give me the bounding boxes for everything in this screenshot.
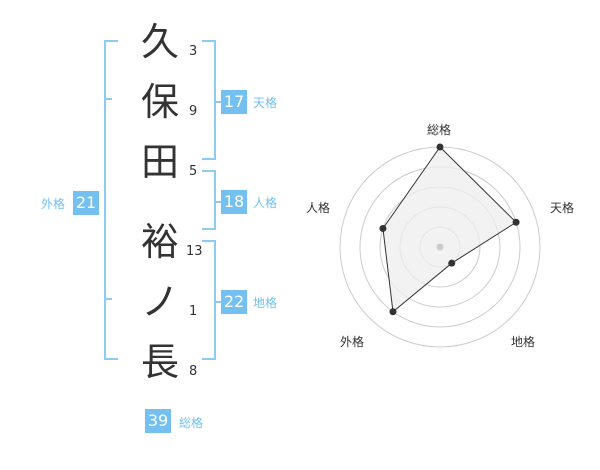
- tenkaku-label: 天格: [253, 96, 278, 110]
- name-char-1: 久: [140, 20, 179, 64]
- radar-axis-label-jinkaku: 人格: [306, 201, 331, 215]
- tenkaku-badge: 17: [221, 90, 247, 114]
- name-char-5: ノ: [140, 280, 179, 324]
- stroke-count-4: 13: [186, 244, 203, 259]
- radar-value-polygon: [382, 146, 517, 313]
- jinkaku-badge: 18: [221, 190, 247, 214]
- radar-axis-label-soukaku: 総格: [427, 123, 452, 137]
- jinkaku-label: 人格: [253, 196, 278, 210]
- stroke-count-6: 8: [189, 364, 198, 379]
- stroke-count-2: 9: [189, 104, 198, 119]
- name-char-3: 田: [140, 140, 179, 184]
- soukaku-label: 総格: [179, 416, 204, 430]
- radar-chart: [339, 143, 541, 348]
- radar-axis-label-gaikaku: 外格: [340, 335, 365, 349]
- radar-point-2: [512, 218, 520, 226]
- name-char-2: 保: [140, 80, 179, 124]
- radar-point-1: [436, 143, 444, 151]
- stroke-count-3: 5: [189, 164, 198, 179]
- chikaku-label: 地格: [253, 296, 278, 310]
- name-char-6: 長: [140, 340, 179, 384]
- stroke-count-1: 3: [189, 44, 198, 59]
- radar-axis-label-chikaku: 地格: [511, 335, 536, 349]
- radar-point-3: [448, 259, 456, 267]
- soukaku-badge: 39: [145, 409, 171, 433]
- radar-axis-label-tenkaku: 天格: [550, 201, 575, 215]
- stroke-count-5: 1: [189, 304, 198, 319]
- radar-point-5: [379, 224, 387, 232]
- radar-center-dot: [436, 243, 444, 251]
- gaikaku-label: 外格: [41, 197, 66, 211]
- name-char-4: 裕: [140, 220, 179, 264]
- chikaku-badge: 22: [221, 290, 247, 314]
- gaikaku-badge: 21: [73, 191, 99, 215]
- radar-point-4: [389, 308, 397, 316]
